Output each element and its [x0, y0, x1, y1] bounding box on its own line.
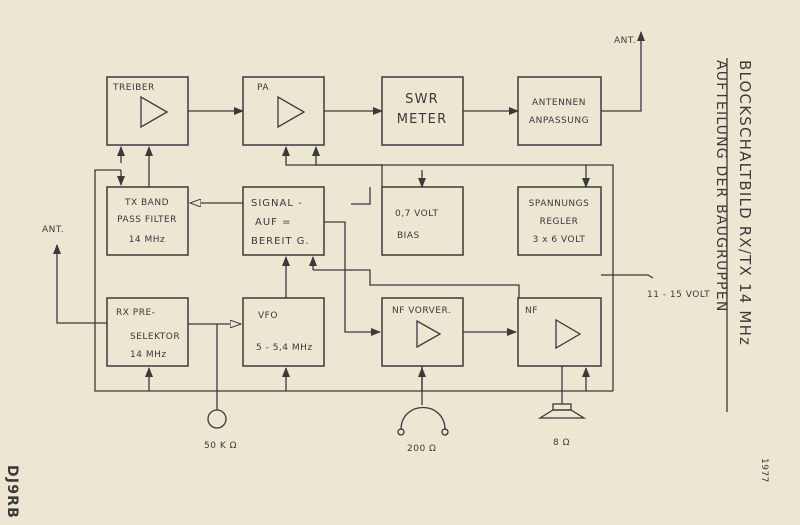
tx-bandpass-label-3: 14 MHz [129, 235, 166, 245]
block-bias: 0,7 VOLT BIAS [381, 186, 464, 256]
regler-label-3: 3 x 6 VOLT [533, 235, 586, 245]
block-treiber: TREIBER [106, 76, 189, 146]
left-antenna-wire [56, 245, 107, 324]
speaker-impedance-label: 8 Ω [553, 438, 570, 448]
block-vfo: VFO 5 - 5,4 MHz [242, 297, 325, 367]
rx-pre-label-1: RX PRE- [116, 308, 155, 318]
regler-label-2: REGLER [540, 217, 579, 227]
pa-bias-wires [282, 146, 614, 275]
nf-label: NF [525, 306, 538, 316]
regler-label-1: SPANNUNGS [529, 199, 590, 209]
tx-bandpass-label-2: PASS FILTER [117, 215, 177, 225]
swr-label-1: SWR [405, 92, 439, 107]
block-nf-vorverstaerker: NF VORVER. [381, 297, 464, 367]
title-block: BLOCKSCHALTBILD RX/TX 14 MHz AUFTEILUNG … [713, 60, 754, 346]
year-mark: 1977 [759, 458, 769, 483]
amplifier-triangle-icon [555, 318, 582, 350]
headphones-impedance-label: 200 Ω [407, 444, 436, 454]
microphone-icon [207, 409, 227, 429]
amplifier-triangle-icon [140, 95, 169, 129]
callsign-mark: DJ9RB [4, 465, 20, 519]
supply-voltage-label: 11 - 15 VOLT [647, 290, 710, 300]
signal-label-2: AUF = [255, 217, 291, 228]
rx-pre-label-2: SELEKTOR [130, 332, 180, 342]
block-rx-preselektor: RX PRE- SELEKTOR 14 MHz [106, 297, 189, 367]
block-spannungsregler: SPANNUNGS REGLER 3 x 6 VOLT [517, 186, 602, 256]
nf-vorver-label: NF VORVER. [392, 306, 451, 316]
block-nf: NF [517, 297, 602, 367]
block-swr-meter: SWR METER [381, 76, 464, 146]
antenna-left-label: ANT. [42, 225, 64, 235]
signal-label-3: BEREIT G. [251, 236, 310, 247]
signal-label-1: SIGNAL - [251, 198, 303, 209]
bias-label-2: BIAS [397, 231, 420, 241]
diagram-subtitle: AUFTEILUNG DER BAUGRUPPEN [713, 60, 729, 313]
tx-chain-wires [188, 31, 645, 115]
swr-label-2: METER [397, 112, 448, 127]
microphone-impedance-label: 50 K Ω [204, 441, 237, 451]
headphones-icon [397, 366, 449, 436]
year-text: 1977 [759, 458, 769, 483]
treiber-bandpass-wires [117, 146, 153, 187]
block-signal-aufbereitung: SIGNAL - AUF = BEREIT G. [242, 186, 325, 256]
rx-chain-wires [188, 221, 520, 410]
pa-label: PA [257, 83, 269, 93]
block-pa: PA [242, 76, 325, 146]
speaker-icon [537, 366, 587, 419]
diagram-title: BLOCKSCHALTBILD RX/TX 14 MHz [736, 60, 754, 346]
antennen-label-2: ANPASSUNG [529, 116, 589, 126]
antenna-top-label: ANT. [614, 36, 636, 46]
vfo-label-1: VFO [258, 311, 278, 321]
tx-bandpass-label-1: TX BAND [124, 198, 169, 208]
treiber-label: TREIBER [112, 83, 155, 93]
block-tx-bandpass: TX BAND PASS FILTER 14 MHz [106, 186, 189, 256]
bias-label-1: 0,7 VOLT [395, 209, 439, 219]
callsign-text: DJ9RB [4, 465, 20, 519]
amplifier-triangle-icon [277, 95, 306, 129]
rx-pre-label-3: 14 MHz [130, 350, 167, 360]
block-antennen-anpassung: ANTENNEN ANPASSUNG [517, 76, 602, 146]
amplifier-triangle-icon [416, 319, 442, 349]
vfo-label-2: 5 - 5,4 MHz [256, 343, 313, 353]
supply-rail [601, 274, 654, 391]
antennen-label-1: ANTENNEN [532, 98, 586, 108]
